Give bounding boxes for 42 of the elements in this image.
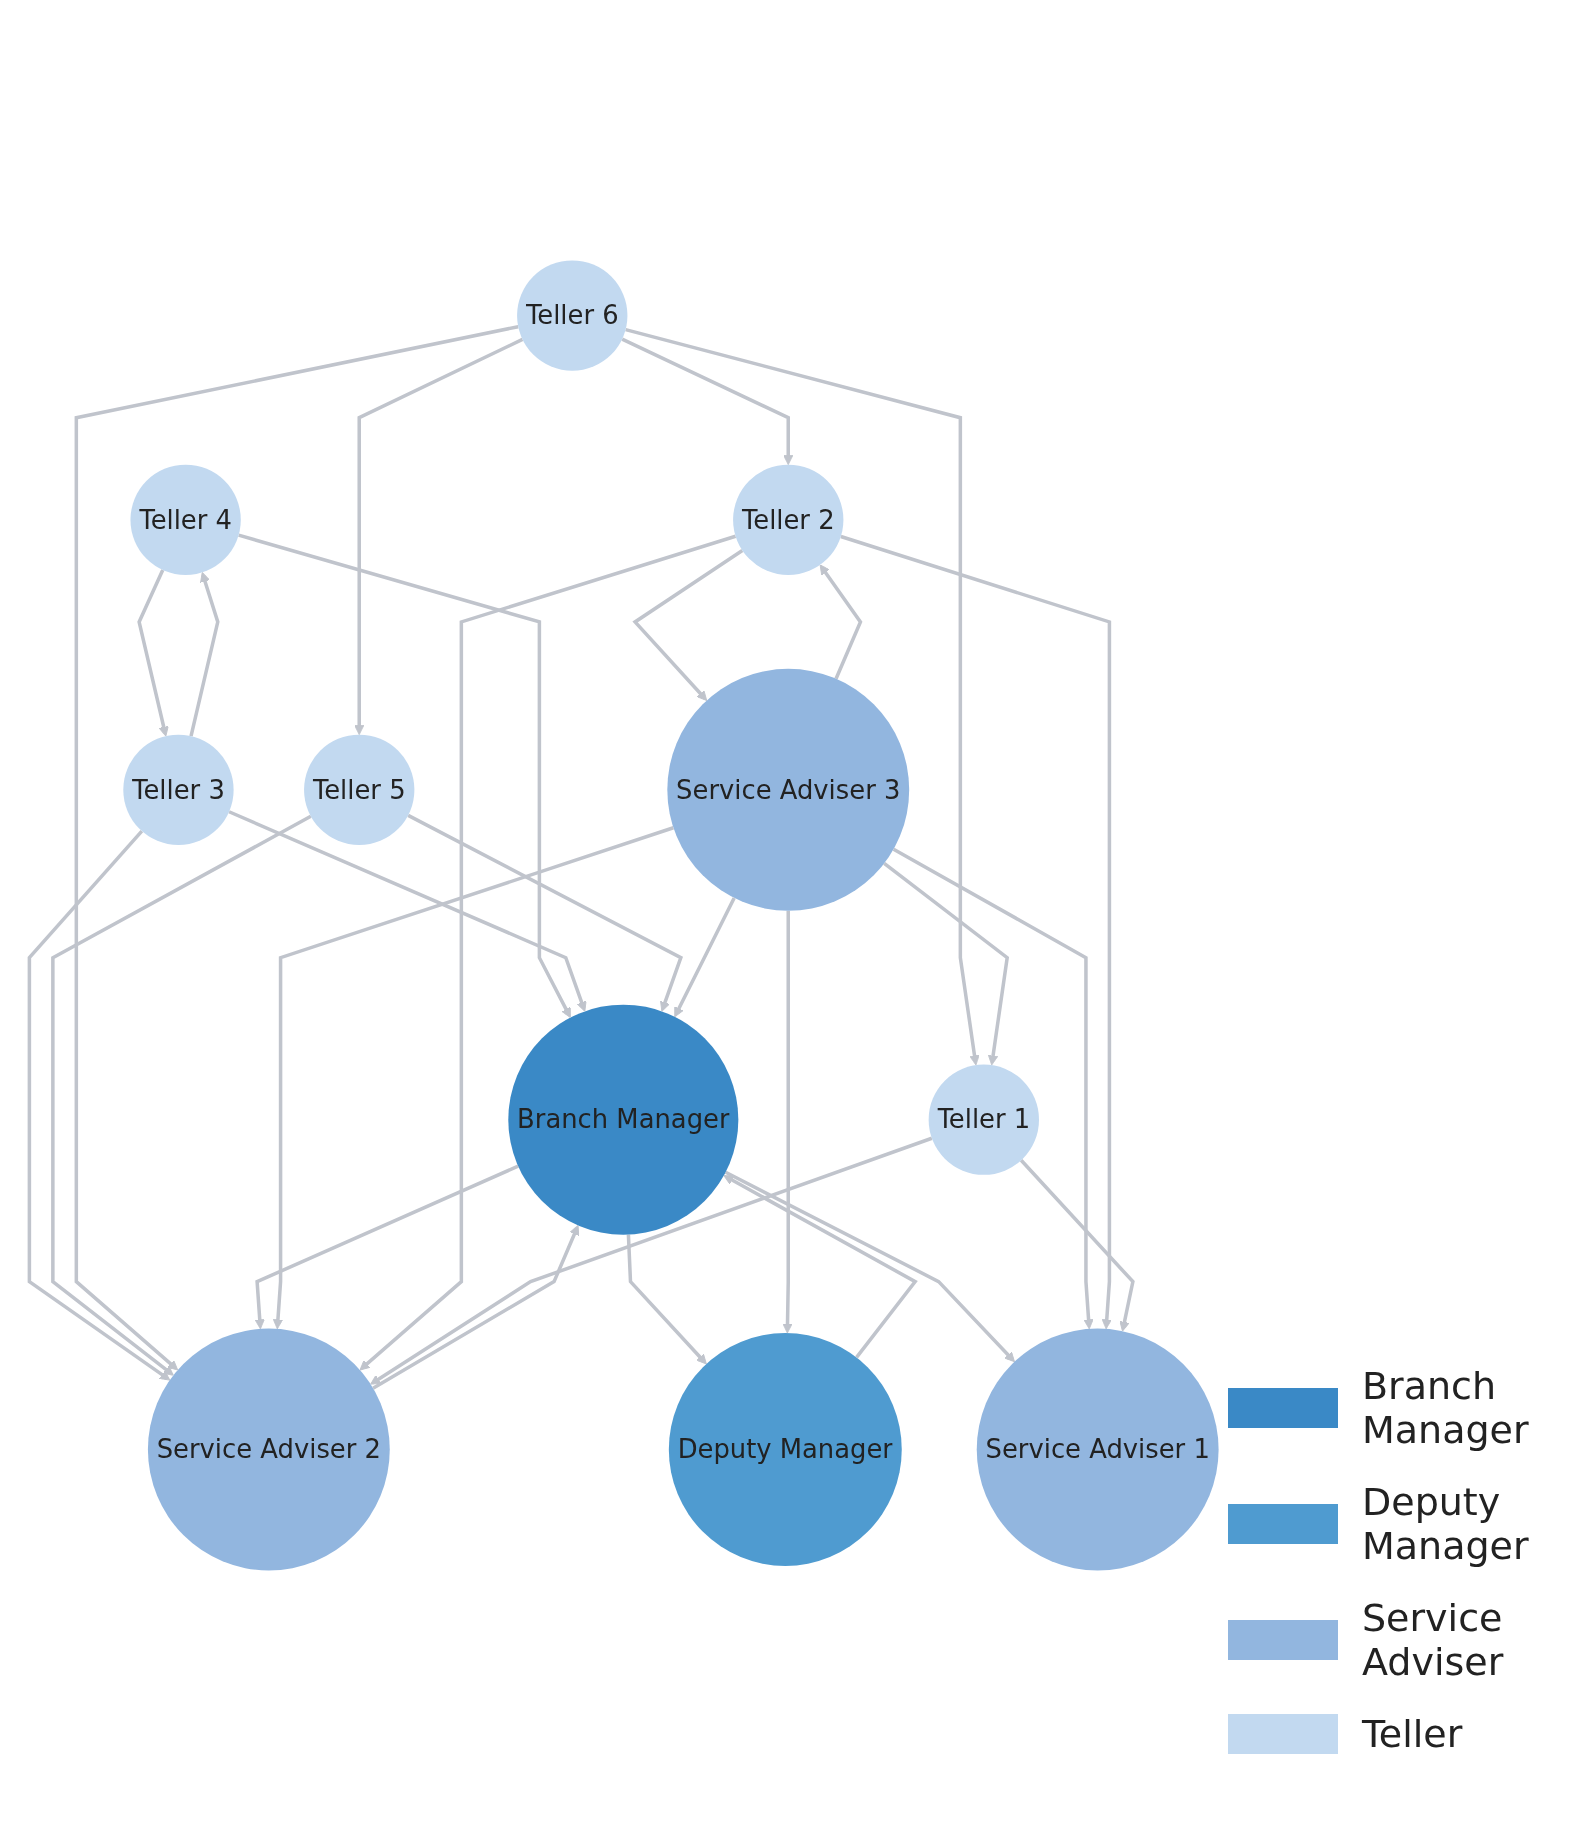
arrow — [625, 327, 980, 1066]
legend-label: Service Adviser — [1362, 1596, 1505, 1684]
arrow — [74, 324, 519, 1371]
arrow — [1019, 1158, 1135, 1332]
arrow — [238, 533, 571, 1018]
node-circle: Teller 5 — [304, 734, 415, 845]
arrow — [354, 337, 524, 735]
legend-label: Deputy Manager — [1362, 1480, 1530, 1568]
arrow — [782, 910, 793, 1334]
arrow — [883, 861, 1010, 1066]
arrow — [137, 568, 169, 737]
arrow — [51, 814, 312, 1376]
arrow — [254, 1164, 519, 1329]
legend-label: Teller — [1362, 1712, 1463, 1756]
node-circle: Teller 1 — [928, 1064, 1039, 1175]
node-circle: Teller 2 — [733, 464, 844, 575]
arrow — [840, 534, 1112, 1329]
node-circle: Teller 3 — [123, 734, 234, 845]
node-circle: Service Adviser 3 — [667, 668, 910, 911]
node-circle: Deputy Manager — [668, 1332, 902, 1566]
arrow — [372, 1224, 580, 1390]
arrow — [723, 1174, 918, 1359]
arrow — [228, 809, 587, 1012]
node-circle: Branch Manager — [508, 1004, 739, 1235]
arrow — [621, 337, 794, 465]
arrow — [819, 563, 863, 679]
arrow — [724, 1170, 1015, 1362]
arrow — [632, 548, 744, 701]
arrow — [189, 571, 220, 737]
arrow — [892, 847, 1094, 1329]
arrow — [359, 534, 737, 1371]
arrow — [370, 1136, 933, 1385]
arrow — [674, 896, 736, 1017]
node-circle: Service Adviser 2 — [147, 1328, 390, 1571]
arrow — [272, 825, 674, 1329]
node-circle: Teller 6 — [517, 259, 628, 371]
arrow — [626, 1234, 707, 1364]
legend-label: Branch Manager — [1362, 1364, 1530, 1452]
arrow — [27, 829, 171, 1381]
node-circle: Teller 4 — [130, 464, 241, 575]
node-circle: Service Adviser 1 — [976, 1328, 1219, 1571]
arrow — [407, 813, 683, 1012]
